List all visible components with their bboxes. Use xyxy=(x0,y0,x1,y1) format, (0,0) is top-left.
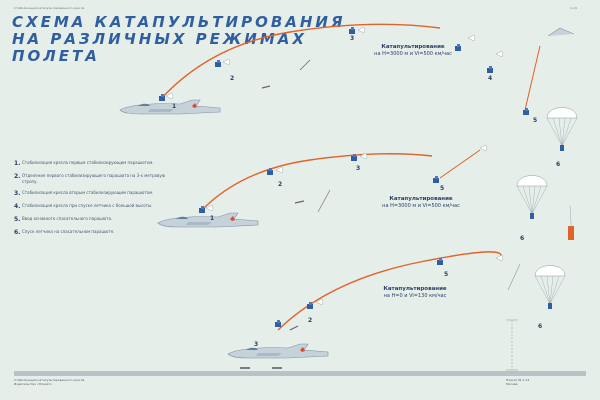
top-stage-3: 3 xyxy=(350,35,354,42)
bottom-stage-2: 2 xyxy=(308,317,312,324)
middle-scenario: 1 2 3 5 6 xyxy=(157,144,574,242)
top-main-canopy xyxy=(546,107,578,152)
top-corner-jet xyxy=(547,27,575,37)
top-seat-2 xyxy=(215,60,221,67)
legend: 1.Стабилизация кресла первым стабилизиру… xyxy=(14,160,172,242)
bottom-scenario: 3 2 5 6 xyxy=(227,251,566,371)
mode-middle-params: на H=3000 м и Vi=500 км/час xyxy=(382,203,460,209)
middle-seat-falling xyxy=(568,226,574,240)
top-stage-1: 1 xyxy=(172,103,176,110)
middle-drogue-5 xyxy=(479,144,488,152)
mode-bottom-params: на H=0 и Vi=130 км/час xyxy=(383,293,447,299)
middle-main-canopy xyxy=(516,175,548,220)
mode-middle-heading: Катапультирование xyxy=(389,196,453,202)
bottom-seat-1 xyxy=(275,320,281,327)
middle-trajectory xyxy=(199,153,433,213)
middle-stage-3: 3 xyxy=(356,165,360,172)
middle-drogue-2 xyxy=(275,166,284,174)
legend-item: 4.Стабилизация кресла при спуске летчика… xyxy=(14,203,153,210)
top-drogue-2 xyxy=(222,58,231,66)
legend-item: 1.Стабилизация кресла первым стабилизиру… xyxy=(14,160,154,167)
middle-aircraft xyxy=(157,212,259,228)
legend-item: 2.Отделение первого стабилизирующего пар… xyxy=(14,173,166,184)
mode-bottom-heading: Катапультирование xyxy=(383,286,447,292)
top-seat-5 xyxy=(487,66,493,73)
bottom-main-canopy xyxy=(534,265,566,310)
legend-item: 6.Спуск летчика на спасательном парашюте… xyxy=(14,229,115,236)
top-stage-4: 4 xyxy=(488,75,492,82)
middle-stage-5: 5 xyxy=(440,185,444,192)
top-drogue-4 xyxy=(467,34,476,42)
top-stage-5: 5 xyxy=(533,117,537,124)
bottom-stage-3: 3 xyxy=(254,341,258,348)
footer-left: Стабилизация катапультированного кресла … xyxy=(14,378,85,386)
top-drogue-3 xyxy=(357,26,366,34)
bottom-stage-6: 6 xyxy=(538,323,542,330)
mode-caption-top: Катапультирование на H=3000 м и Vi=500 к… xyxy=(358,44,468,58)
bottom-aircraft xyxy=(227,343,329,359)
title-line-2: НА РАЗЛИЧНЫХ РЕЖИМАХ xyxy=(12,30,307,48)
mode-top-heading: Катапультирование xyxy=(381,44,445,50)
header-note: Стабилизация катапультированного кресла xyxy=(14,6,85,10)
top-seat-5b xyxy=(523,108,529,115)
middle-stage-2: 2 xyxy=(278,181,282,188)
legend-item: 3.Стабилизация кресла вторым стабилизиру… xyxy=(14,190,154,197)
mode-caption-bottom: Катапультирование на H=0 и Vi=130 км/час xyxy=(360,286,470,300)
title-line-1: СХЕМА КАТАПУЛЬТИРОВАНИЯ xyxy=(12,13,346,31)
top-stage-6: 6 xyxy=(556,161,560,168)
title-line-3: ПОЛЕТА xyxy=(12,47,100,65)
ground-strip xyxy=(14,371,586,376)
middle-stage-1: 1 xyxy=(210,215,214,222)
middle-stage-6: 6 xyxy=(520,235,524,242)
footer-right: Плакат № 1-14 Москва xyxy=(506,378,530,386)
top-stage-2: 2 xyxy=(230,75,234,82)
top-aircraft xyxy=(119,99,221,115)
bottom-drogue-5 xyxy=(495,254,504,262)
top-scenario: 1 2 3 4 5 6 xyxy=(119,23,578,168)
legend-item: 5.Ввод основного спасательного парашюта. xyxy=(14,216,113,223)
mode-caption-middle: Катапультирование на H=3000 м и Vi=500 к… xyxy=(366,196,476,210)
top-canopy-hatch xyxy=(261,85,271,89)
top-drogue-5 xyxy=(495,50,504,58)
top-trajectory xyxy=(159,23,441,101)
mode-top-params: на H=3000 м и Vi=500 км/час xyxy=(374,51,452,57)
middle-seat-5 xyxy=(433,176,439,183)
top-seat-3 xyxy=(349,27,355,34)
corner-code: 1-14 xyxy=(570,6,577,10)
bottom-stage-5: 5 xyxy=(444,271,448,278)
top-drogue-1 xyxy=(165,92,174,100)
